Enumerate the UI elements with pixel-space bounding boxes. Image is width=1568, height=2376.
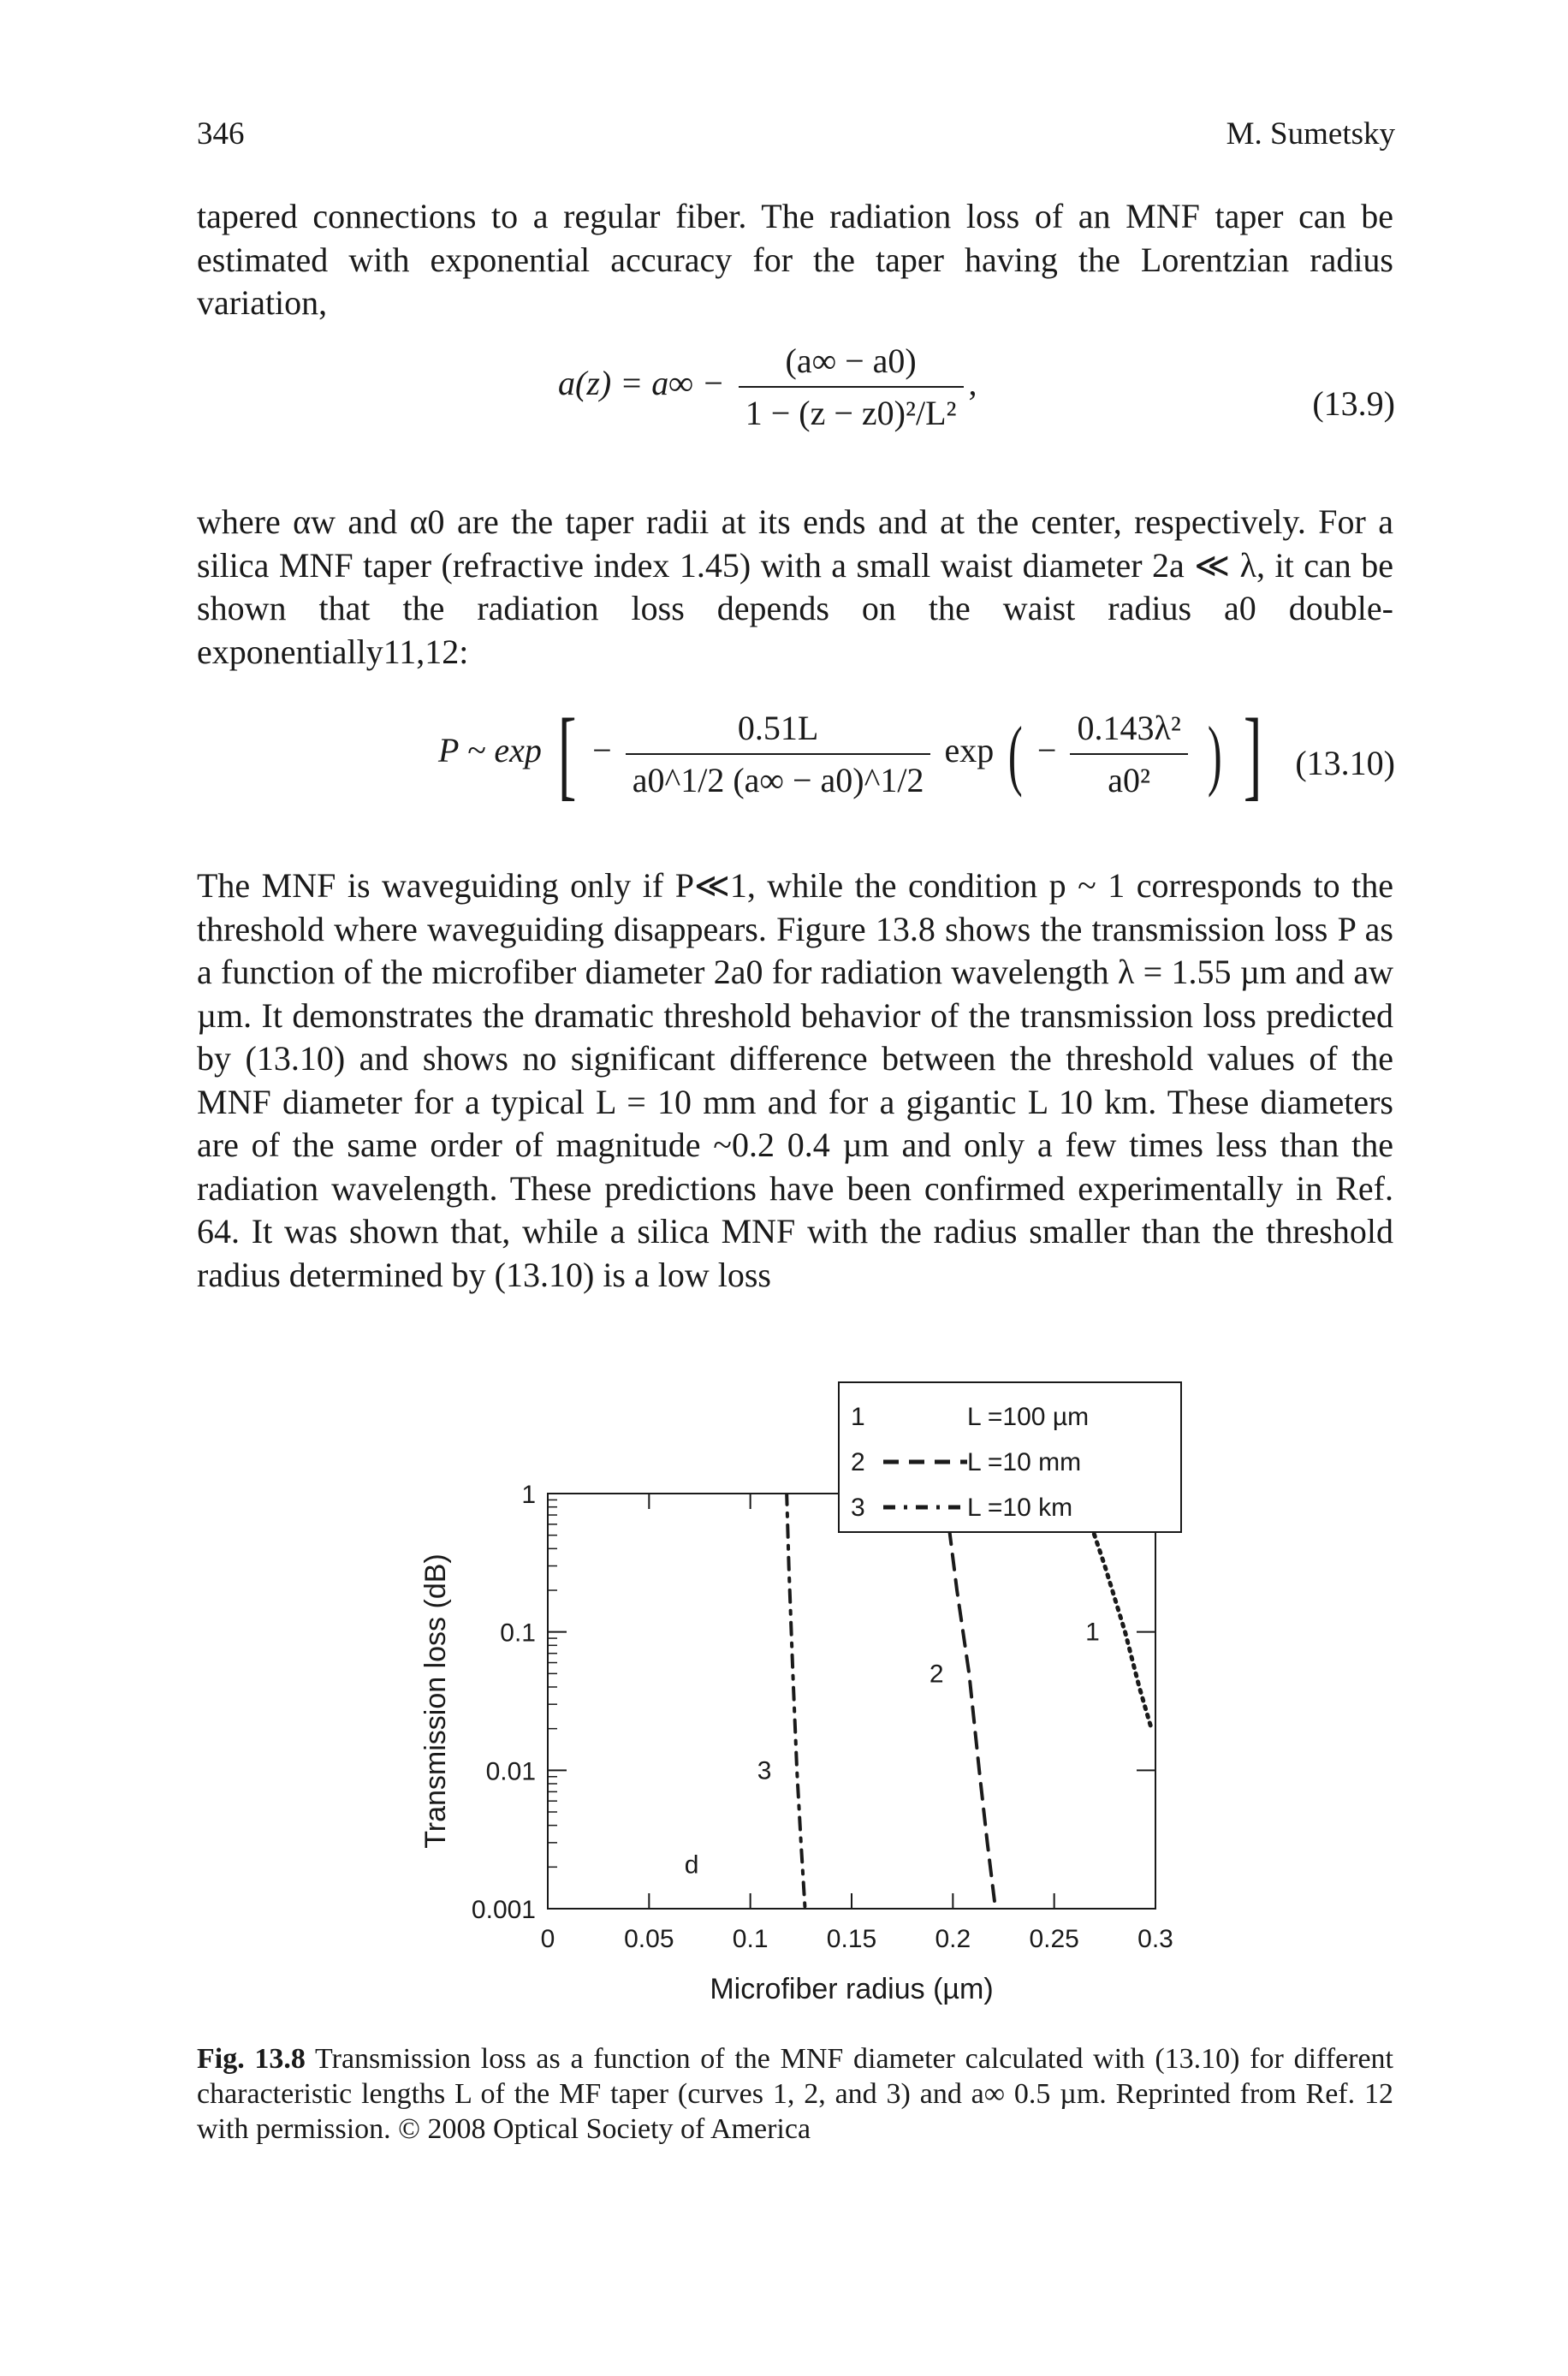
x-tick-label: 0 <box>541 1925 555 1953</box>
eq2-mid: exp <box>944 731 995 770</box>
eq2-right-paren: ) <box>1207 710 1222 798</box>
curve-label-2: 2 <box>930 1660 944 1688</box>
caption-text: Transmission loss as a function of the M… <box>197 2043 1393 2145</box>
curve-label-3: 3 <box>757 1756 772 1785</box>
plot-frame <box>547 1493 1156 1910</box>
x-tick-label: 0.3 <box>1137 1925 1173 1953</box>
eq1-tail: , <box>968 364 977 403</box>
legend-label-1: L =100 µm <box>967 1403 1089 1431</box>
equation-13-9: a(z) = a∞ − (a∞ − a0) 1 − (z − z0)²/L² , <box>558 341 977 433</box>
page-number: 346 <box>197 116 245 151</box>
annotation-d: d <box>685 1851 699 1880</box>
eq1-lhs: a(z) = a∞ − <box>558 364 725 403</box>
eq2-right-bracket: ] <box>1244 698 1262 810</box>
x-tick-label: 0.2 <box>935 1925 971 1953</box>
y-axis-label: Transmission loss (dB) <box>419 1553 452 1848</box>
equation-number-13-10: (13.10) <box>1295 744 1395 782</box>
eq2-fraction-2: 0.143λ² a0² <box>1070 708 1188 800</box>
series-line-3 <box>785 1494 807 1909</box>
figure-caption: Fig. 13.8 Transmission loss as a functio… <box>197 2041 1393 2147</box>
x-tick-label: 0.15 <box>827 1925 876 1953</box>
curve-label-1: 1 <box>1085 1619 1100 1647</box>
eq2-denominator-2: a0² <box>1108 761 1150 799</box>
eq1-denominator: 1 − (z − z0)²/L² <box>745 394 957 432</box>
eq2-left-paren: ( <box>1008 710 1023 798</box>
eq2-numerator-2: 0.143λ² <box>1070 708 1188 755</box>
legend-id-3: 3 <box>851 1494 865 1522</box>
x-tick-label: 0.25 <box>1029 1925 1078 1953</box>
eq2-numerator-1: 0.51L <box>625 708 931 755</box>
running-author: M. Sumetsky <box>1226 116 1395 151</box>
x-axis-label: Microfiber radius (µm) <box>710 1973 993 2005</box>
paragraph-3: The MNF is waveguiding only if P≪1, whil… <box>197 866 1393 1294</box>
paragraph-2: where αw and α0 are the taper radii at i… <box>197 502 1393 671</box>
equation-number-13-9: (13.9) <box>1312 384 1395 423</box>
caption-label: Fig. 13.8 <box>197 2043 306 2075</box>
y-tick-label: 1 <box>521 1481 536 1509</box>
y-tick-label: 0.001 <box>472 1896 536 1924</box>
eq2-left-bracket: [ <box>557 698 577 810</box>
x-tick-label: 0.1 <box>733 1925 769 1953</box>
paragraph-1: tapered connections to a regular fiber. … <box>197 197 1393 322</box>
legend-label-2: L =10 mm <box>967 1448 1081 1476</box>
y-tick-label: 0.01 <box>486 1757 536 1785</box>
series-line-1 <box>1078 1494 1154 1732</box>
eq2-denominator-1: a0^1/2 (a∞ − a0)^1/2 <box>632 761 924 799</box>
series-line-2 <box>942 1494 998 1909</box>
legend-id-1: 1 <box>851 1403 865 1431</box>
legend-id-2: 2 <box>851 1448 865 1476</box>
y-tick-label: 0.1 <box>500 1619 536 1648</box>
eq1-fraction: (a∞ − a0) 1 − (z − z0)²/L² <box>738 341 964 433</box>
equation-13-10: P ~ exp [ − 0.51L a0^1/2 (a∞ − a0)^1/2 e… <box>438 698 1262 810</box>
eq2-lhs: P ~ exp <box>438 731 542 770</box>
legend-label-3: L =10 km <box>967 1494 1072 1522</box>
eq1-numerator: (a∞ − a0) <box>738 341 964 388</box>
legend-box <box>838 1381 1182 1533</box>
x-tick-label: 0.05 <box>624 1925 674 1953</box>
eq2-fraction-1: 0.51L a0^1/2 (a∞ − a0)^1/2 <box>625 708 931 800</box>
